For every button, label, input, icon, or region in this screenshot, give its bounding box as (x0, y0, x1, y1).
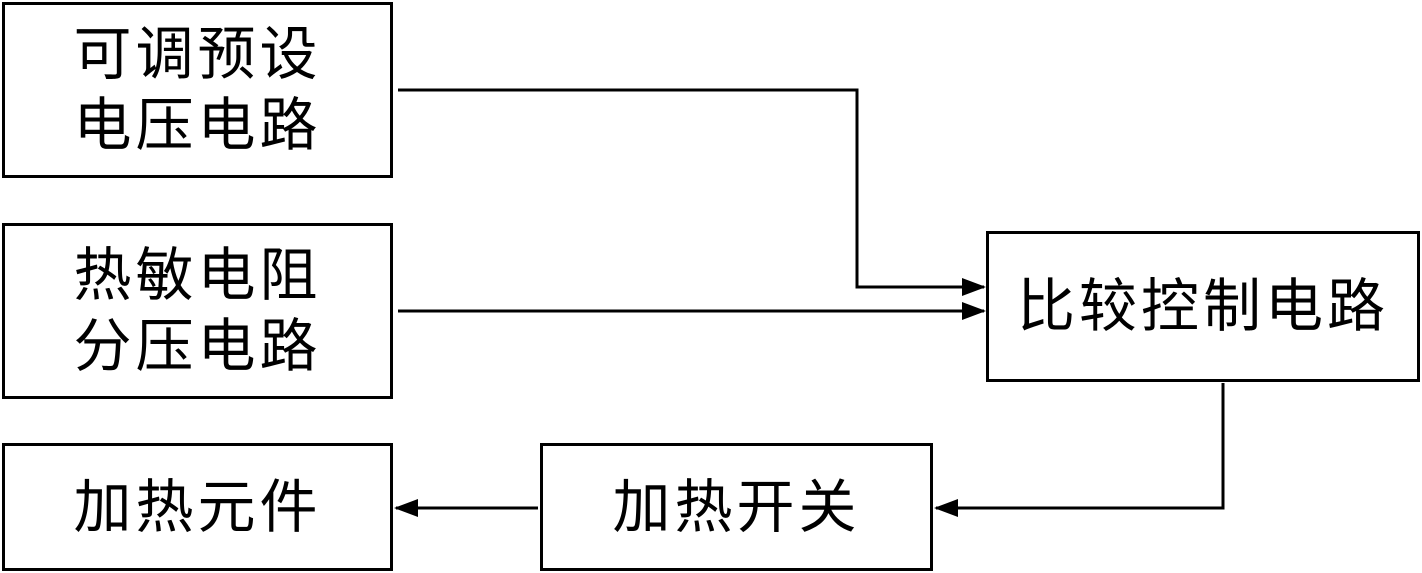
arrowhead-thermistor-to-compare (962, 302, 986, 320)
arrowhead-compare-to-switch (934, 499, 958, 517)
heating-switch-label: 加热开关 (612, 472, 861, 541)
preset-voltage-label-line2: 电压电路 (73, 91, 322, 159)
compare-control-block: 比较控制电路 (986, 231, 1420, 382)
preset-voltage-label-line1: 可调预设 (73, 20, 322, 89)
arrowhead-switch-to-heater (394, 499, 418, 517)
heating-switch-block: 加热开关 (540, 443, 933, 571)
arrowhead-preset-to-compare (962, 278, 986, 296)
preset-voltage-block: 可调预设 电压电路 (2, 2, 393, 178)
heating-element-block: 加热元件 (2, 443, 393, 571)
wire-compare-to-switch (936, 383, 1225, 510)
thermistor-divider-label-line2: 分压电路 (73, 312, 322, 380)
thermistor-divider-label-line1: 热敏电阻 (73, 241, 322, 310)
compare-control-label: 比较控制电路 (1016, 272, 1389, 341)
heating-element-label: 加热元件 (73, 472, 322, 541)
wire-preset-to-compare (398, 88, 984, 289)
thermistor-divider-block: 热敏电阻 分压电路 (2, 223, 393, 399)
